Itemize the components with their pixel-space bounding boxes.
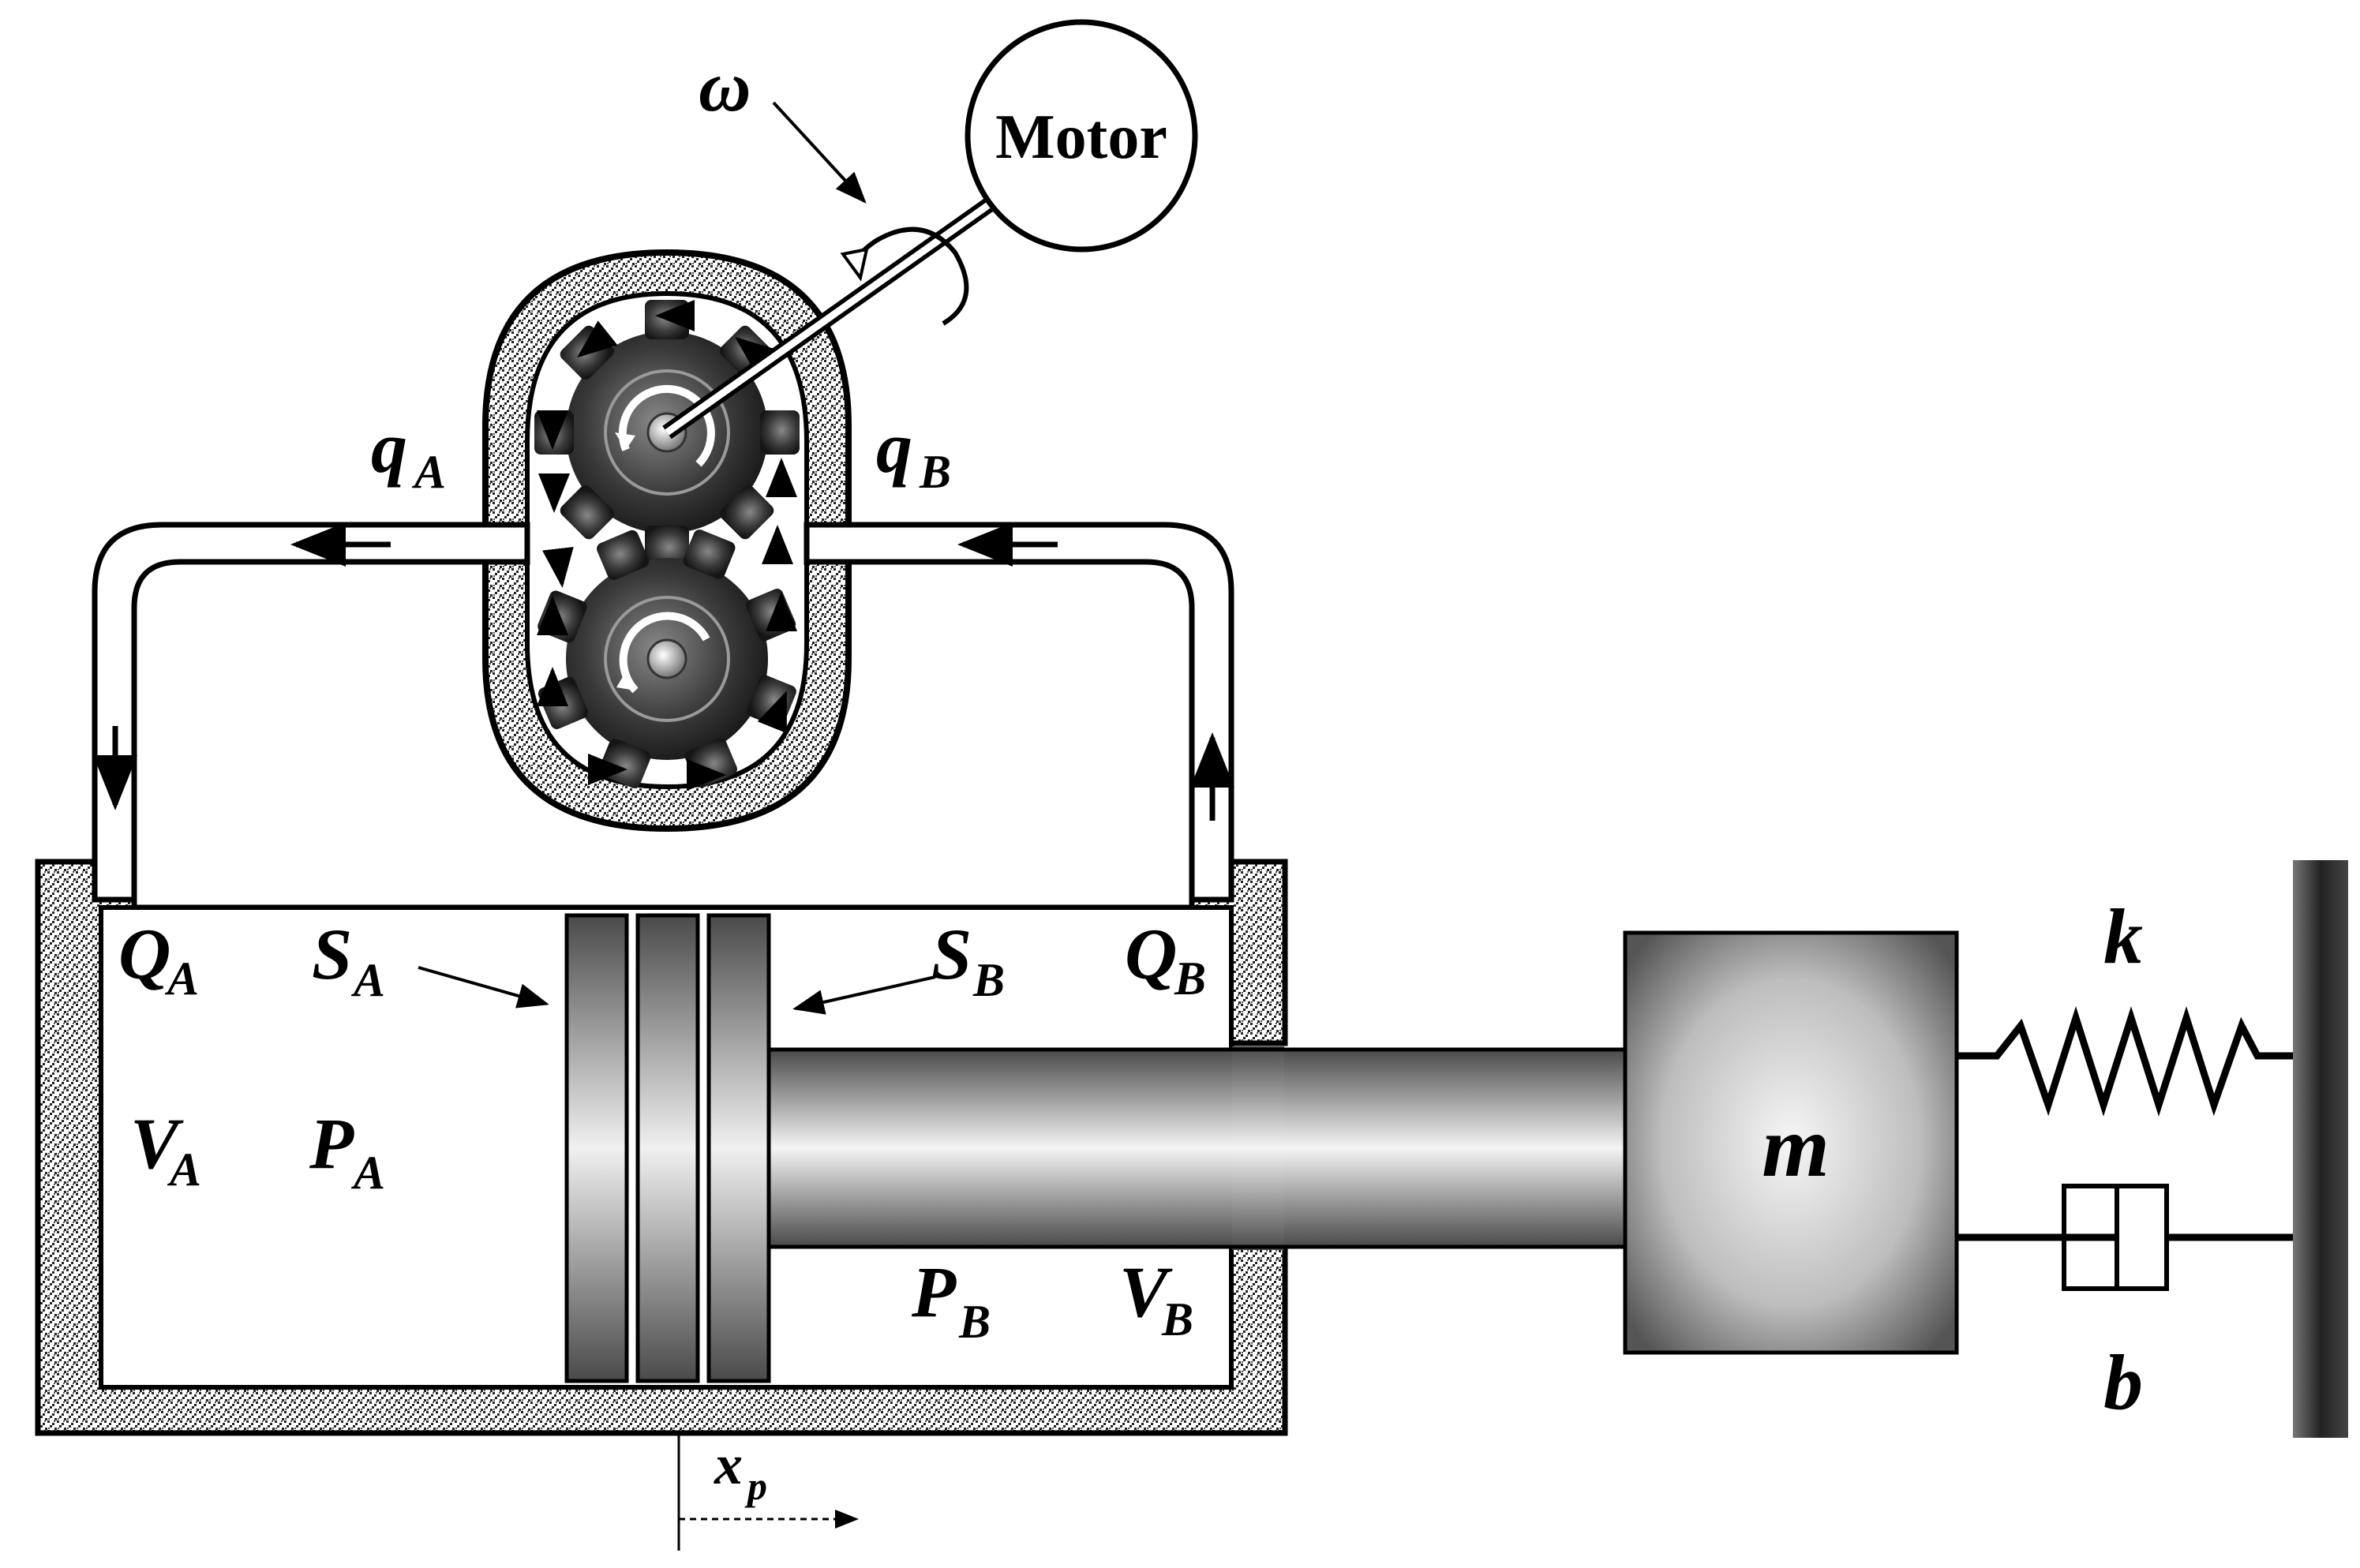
svg-text:q: q bbox=[371, 407, 407, 488]
qb-label: q B bbox=[876, 407, 951, 498]
rod-seal-gap bbox=[1232, 1046, 1284, 1250]
xp-label: x p bbox=[714, 1433, 767, 1508]
svg-text:V: V bbox=[1119, 1252, 1173, 1332]
Qa-label: Q A bbox=[118, 914, 199, 1005]
mass-label: m bbox=[1762, 1098, 1830, 1195]
piston-plate-1 bbox=[564, 913, 629, 1383]
Va-label: V A bbox=[130, 1103, 201, 1196]
svg-text:p: p bbox=[744, 1464, 767, 1508]
Sb-label: S B bbox=[931, 914, 1005, 1006]
sa-pointer bbox=[418, 966, 549, 1009]
damper bbox=[1957, 1184, 2293, 1291]
piston-rod bbox=[766, 1047, 1628, 1249]
svg-text:A: A bbox=[167, 1143, 201, 1196]
Qb-label: Q B bbox=[1125, 914, 1206, 1005]
svg-text:x: x bbox=[714, 1433, 743, 1496]
svg-text:B: B bbox=[972, 954, 1005, 1006]
Pb-label: P B bbox=[911, 1252, 991, 1348]
svg-text:q: q bbox=[876, 407, 912, 488]
motor-label: Motor bbox=[995, 103, 1167, 172]
chamber-flow-arrows bbox=[537, 300, 797, 791]
svg-text:B: B bbox=[1174, 952, 1206, 1005]
svg-text:A: A bbox=[411, 446, 446, 498]
svg-text:Q: Q bbox=[118, 914, 170, 994]
ground-wall bbox=[2293, 860, 2348, 1438]
svg-text:V: V bbox=[130, 1103, 184, 1184]
qa-label: q A bbox=[371, 407, 446, 498]
svg-text:S: S bbox=[931, 914, 972, 994]
svg-text:A: A bbox=[164, 952, 199, 1005]
motor-housing bbox=[965, 19, 1198, 253]
svg-text:A: A bbox=[350, 1147, 385, 1199]
left-pipe bbox=[92, 522, 530, 903]
mass-block bbox=[1623, 930, 1959, 1355]
spring-label: k bbox=[2103, 893, 2143, 980]
svg-text:P: P bbox=[309, 1103, 354, 1184]
sb-pointer bbox=[792, 975, 936, 1015]
svg-text:P: P bbox=[911, 1252, 957, 1332]
svg-text:A: A bbox=[350, 954, 385, 1006]
Vb-label: V B bbox=[1119, 1252, 1193, 1345]
omega-label: ω bbox=[699, 46, 751, 126]
omega-pointer bbox=[772, 101, 867, 204]
svg-text:Q: Q bbox=[1125, 914, 1177, 994]
svg-text:S: S bbox=[312, 914, 352, 994]
svg-text:B: B bbox=[919, 446, 951, 498]
Sa-label: S A bbox=[312, 914, 385, 1006]
svg-text:B: B bbox=[958, 1296, 991, 1348]
svg-text:B: B bbox=[1161, 1293, 1193, 1345]
right-pipe bbox=[804, 522, 1234, 903]
motor: Motor bbox=[662, 19, 1198, 440]
rotation-arrow bbox=[853, 226, 969, 326]
spring bbox=[1957, 1006, 2301, 1117]
Pa-label: P A bbox=[309, 1103, 385, 1199]
hydraulic-cylinder bbox=[35, 859, 1628, 1436]
piston-plate-2 bbox=[635, 913, 700, 1383]
damper-label: b bbox=[2103, 1338, 2143, 1426]
piston-plate-3 bbox=[706, 913, 771, 1383]
